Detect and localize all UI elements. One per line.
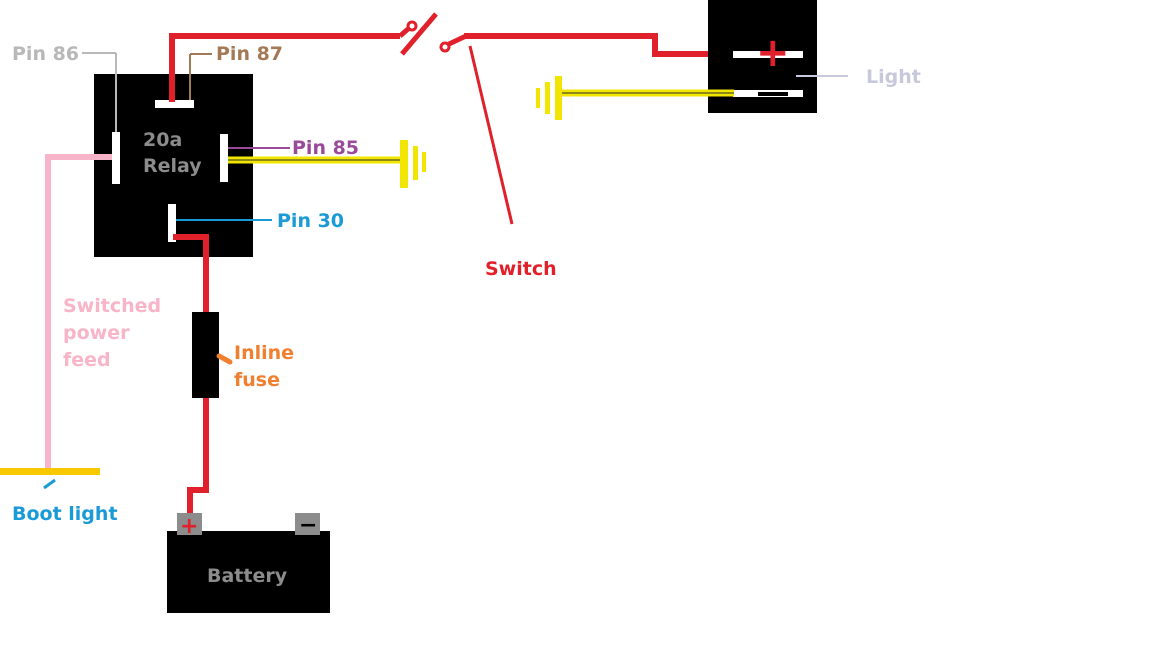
light-minus-sign <box>758 92 788 96</box>
light-ground-bar-1 <box>555 76 562 120</box>
switched-feed-line1: Switched <box>63 295 161 317</box>
relay-pin-30 <box>168 204 176 242</box>
light-ground-bar-2 <box>545 82 550 114</box>
pin86-label: Pin 86 <box>12 43 79 65</box>
battery-label: Battery <box>207 565 288 587</box>
battery-minus-terminal <box>295 513 320 535</box>
switch-label: Switch <box>485 258 557 280</box>
pin85-ground-bar-2 <box>413 146 418 180</box>
switched-feed-line3: feed <box>63 349 111 371</box>
boot-light-pointer <box>43 478 56 490</box>
pin30-label: Pin 30 <box>277 210 344 232</box>
battery-plus-terminal <box>177 513 202 535</box>
light-plus-sign: + <box>756 30 790 76</box>
battery-box <box>167 531 330 613</box>
wire-switch-to-light <box>464 33 736 57</box>
fuse-label-line2: fuse <box>234 369 280 391</box>
pin85-label: Pin 85 <box>292 137 359 159</box>
switch-pointer-line <box>468 45 514 225</box>
switch-contact-right <box>439 41 451 53</box>
inline-fuse <box>192 312 219 398</box>
switch-link-out <box>447 33 468 47</box>
switch-contact-left <box>406 20 418 32</box>
switched-feed-line2: power <box>63 322 130 344</box>
wire-pin87-to-switch <box>169 33 400 102</box>
relay-pin-86 <box>112 132 120 184</box>
light-plus-terminal <box>733 51 803 58</box>
light-ground-bar-3 <box>536 88 540 108</box>
switch-link-in <box>398 27 410 38</box>
battery-minus-sign: − <box>299 513 317 538</box>
relay-pin-87 <box>155 100 194 108</box>
pin85-ground-bar-3 <box>422 152 426 172</box>
wire-switched-feed <box>45 154 112 472</box>
boot-light-label: Boot light <box>12 503 118 525</box>
fuse-label-line1: Inline <box>234 342 294 364</box>
wire-pin30-to-battery <box>173 234 209 515</box>
battery-plus-sign: + <box>180 514 198 539</box>
relay-pin-85 <box>220 134 228 182</box>
pin85-ground-bar-1 <box>400 140 408 188</box>
pin87-label: Pin 87 <box>216 43 283 65</box>
relay-label-line2: Relay <box>143 155 202 177</box>
switch-lever <box>400 12 438 56</box>
fuse-pointer <box>216 353 233 365</box>
boot-light-bar <box>0 468 100 475</box>
relay-label-line1: 20a <box>143 129 182 151</box>
light-label: Light <box>866 66 921 88</box>
